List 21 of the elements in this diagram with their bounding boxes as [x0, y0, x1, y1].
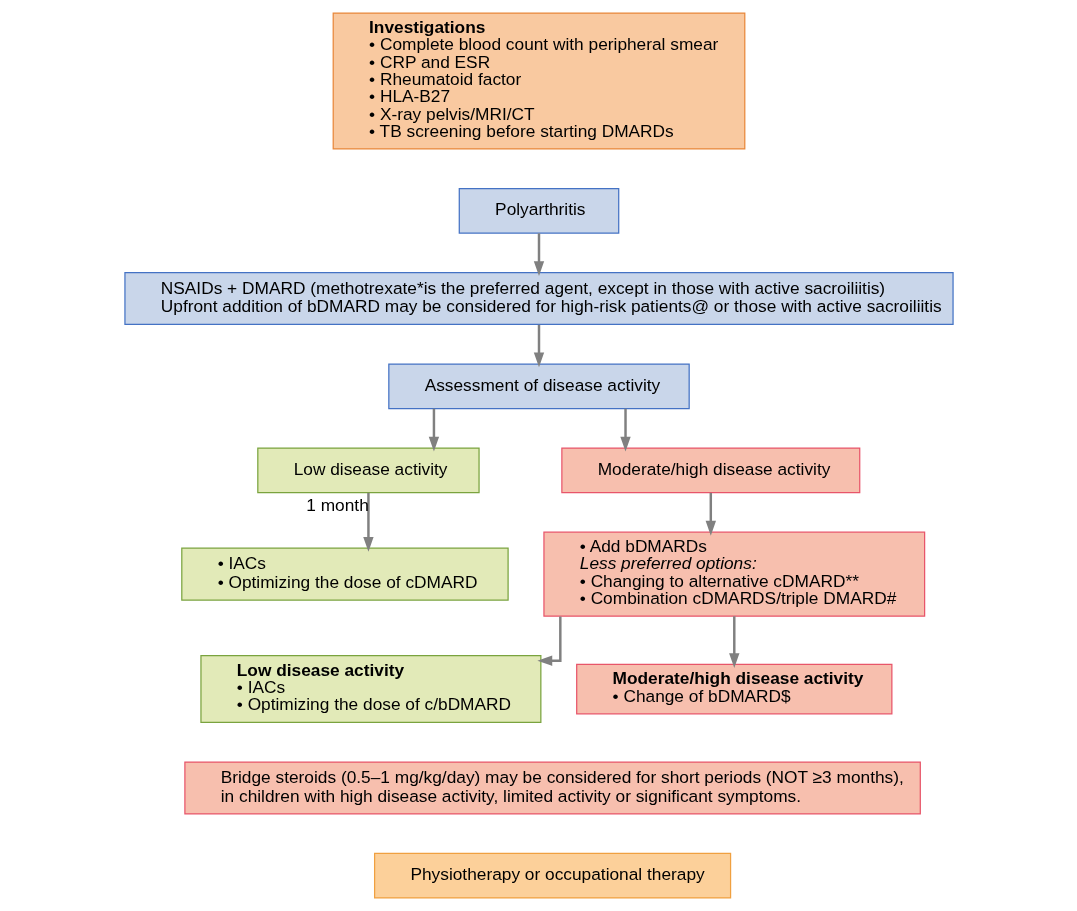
node-box: Assessment of disease activity — [387, 363, 690, 410]
arrow — [619, 408, 631, 452]
arrow — [362, 492, 374, 552]
arrow — [533, 324, 544, 368]
node-box: Polyarthritis — [458, 187, 619, 234]
node-box: NSAIDs + DMARD (methotrexate*is the preferred agent, except in those with active sacroiliitis) Upfront addition of bDMARD may be considered for high-risk patients@ or those with active sacroiliitis — [123, 271, 954, 326]
node-box: • IACs • Optimizing the dose of cDMARD — [180, 547, 509, 601]
node-box: Investigations • Complete blood count with peripheral smear • CRP and ESR • Rheumatoid factor • HLA-B27 • X-ray pelvis/MRI/CT • TB screening before starting DMARDs — [332, 12, 745, 150]
edge-label: 1 month — [305, 494, 369, 515]
arrow — [536, 616, 562, 666]
arrow — [428, 408, 439, 452]
node-box: • Add bDMARDs Less preferred options: • Changing to alternative cDMARD** • Combination cDMARDS/triple DMARD# — [542, 531, 925, 617]
node-box: Bridge steroids (0.5–1 mg/kg/day) may be considered for short periods (NOT ≥3 months), in children with high disease activity, limited activity or significant symptoms. — [183, 761, 921, 815]
node-box: Low disease activity — [256, 447, 480, 494]
node-box: Low disease activity • IACs • Optimizing the dose of c/bDMARD — [199, 655, 541, 724]
node-box: Moderate/high disease activity — [560, 447, 860, 494]
node-box: Moderate/high disease activity • Change of bDMARD$ — [575, 663, 892, 715]
arrow — [705, 492, 716, 536]
node-box: Physiotherapy or occupational therapy — [373, 852, 731, 899]
arrow — [728, 616, 739, 669]
arrow — [533, 233, 544, 276]
